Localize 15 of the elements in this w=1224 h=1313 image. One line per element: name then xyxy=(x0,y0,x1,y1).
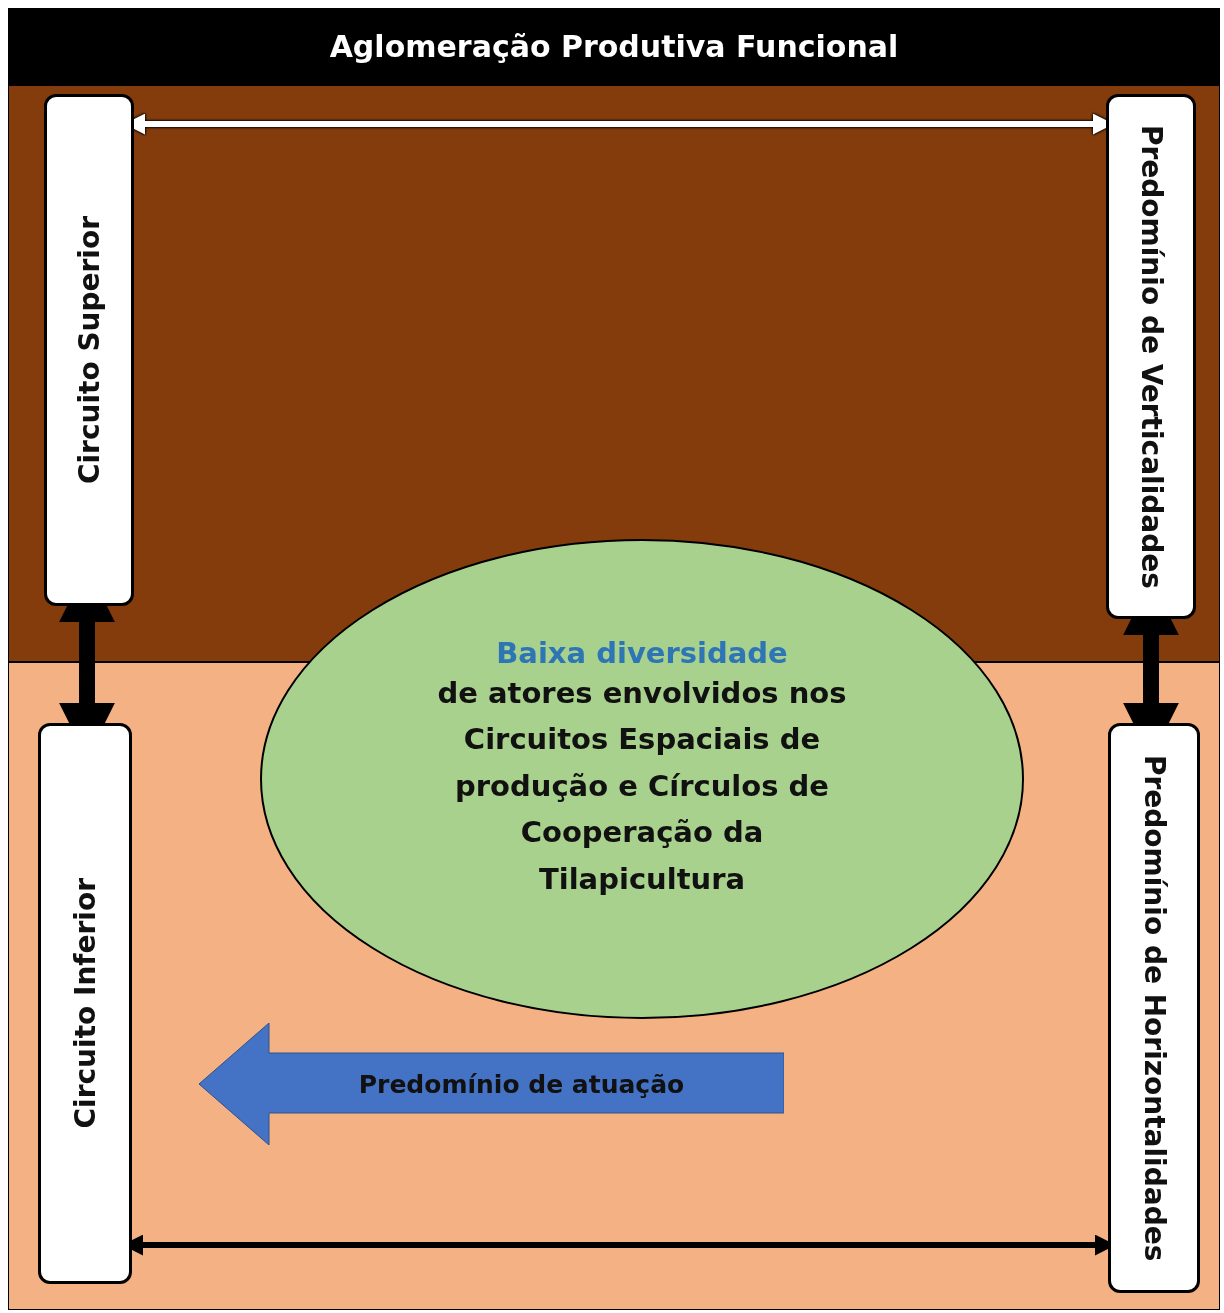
ellipse xyxy=(259,538,1025,1020)
title: Aglomeração Produtiva Funcional xyxy=(329,29,899,64)
vertical-label-box xyxy=(44,94,134,606)
vertical-label: Predomínio de Horizontalidades xyxy=(1137,754,1171,1262)
vertical-label: Predomínio de Verticalidades xyxy=(1134,124,1168,589)
vertical-label-box xyxy=(38,723,132,1284)
vertical-label: Circuito Inferior xyxy=(68,878,102,1129)
block-arrow xyxy=(199,1023,784,1145)
ellipse-text: de atores envolvidos nos Circuitos Espaciais de produção e Círculos de Cooperação da Tilapicultura xyxy=(436,675,848,898)
background-band xyxy=(8,85,1220,662)
vertical-label-box xyxy=(1106,94,1196,619)
ellipse-heading: Baixa diversidade xyxy=(496,636,788,670)
vertical-label-box xyxy=(1108,723,1200,1293)
arrow-label: Predomínio de atuação xyxy=(358,1069,685,1099)
vertical-label: Circuito Superior xyxy=(72,215,106,484)
